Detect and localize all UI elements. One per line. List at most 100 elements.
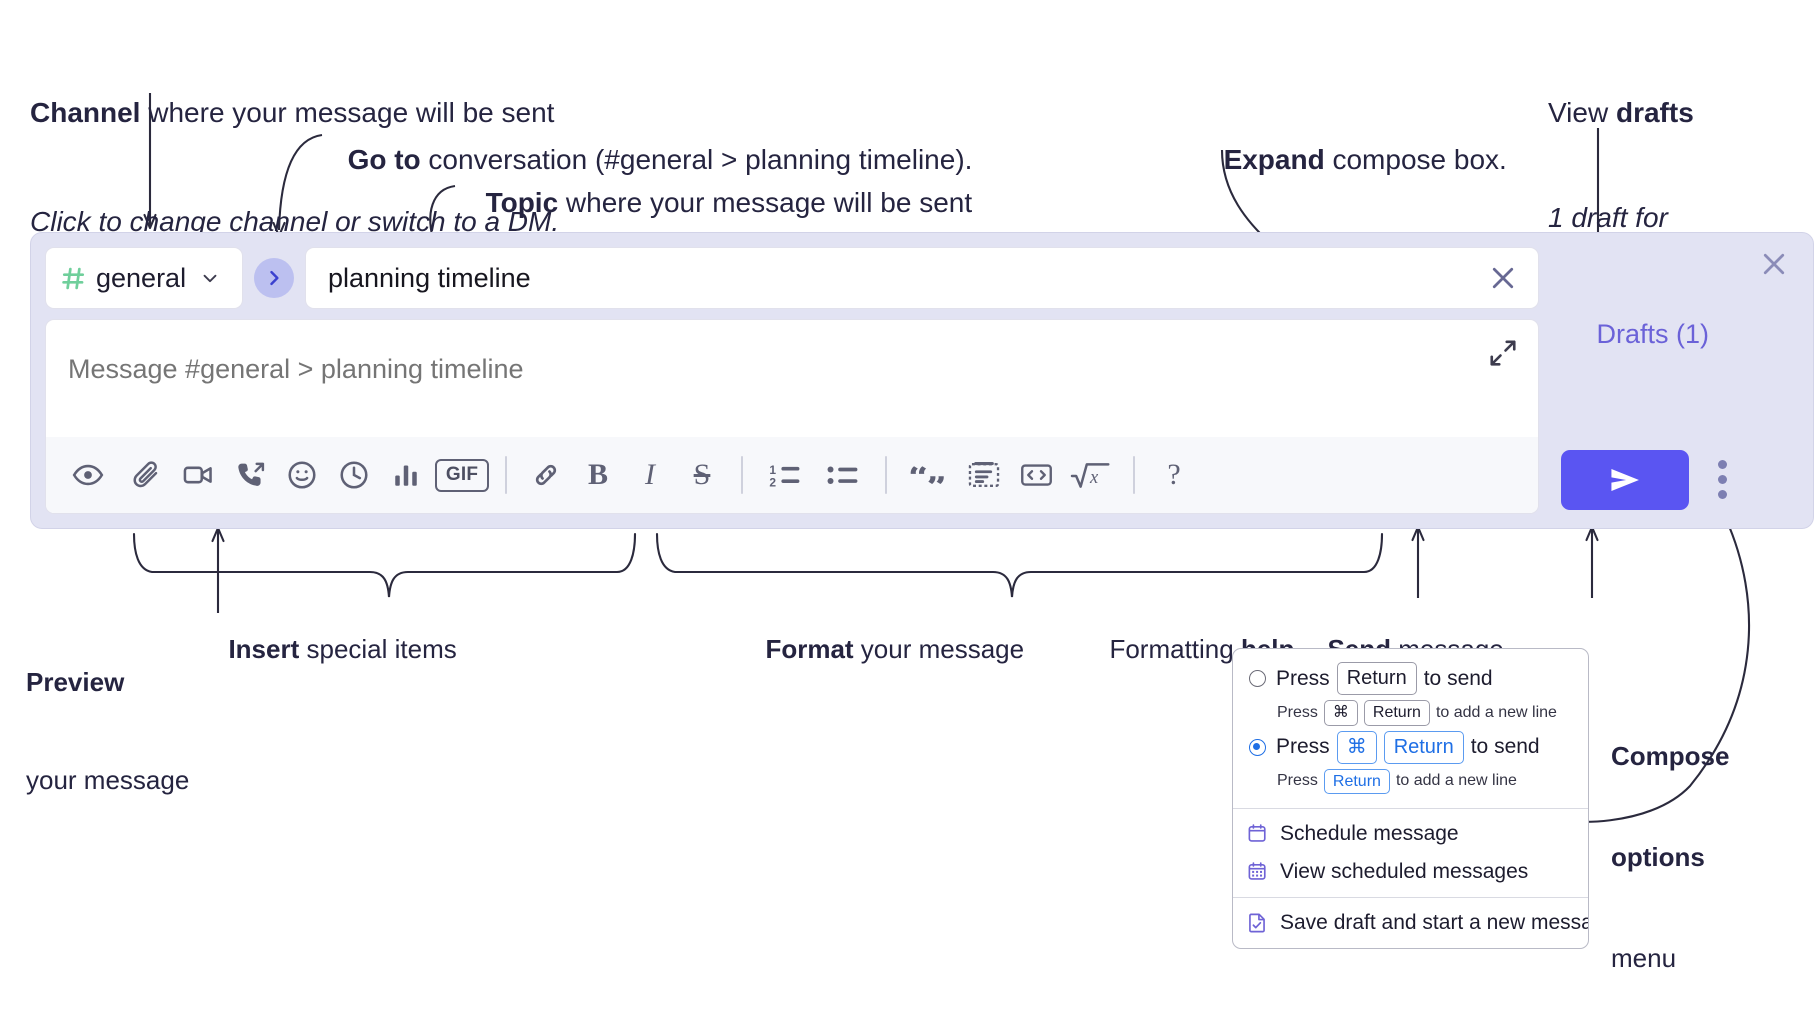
ordered-list-icon: 1 2 [769,463,800,489]
calendar-icon [1248,824,1266,842]
toolbar-separator [1133,456,1135,494]
radio-selected-icon [1249,738,1266,756]
formatting-help-button[interactable]: ? [1148,449,1200,501]
emoji-smiley-icon [288,461,316,489]
keycap: Return [1323,768,1390,795]
annotation-topic: Topic where your message will be sent [470,150,973,221]
video-clip-button[interactable] [172,449,224,501]
menu-item-label: Schedule message [1280,822,1459,846]
annotation-channel: Channel where your message will be sent … [30,24,559,275]
menu-item-label: Save draft and start a new message [1280,911,1589,935]
annotation-expand-bold: Expand [1223,144,1325,176]
bulleted-list-button[interactable] [814,449,872,501]
channel-selector[interactable]: general [45,247,243,309]
ordered-list-button[interactable]: 1 2 [756,449,814,501]
annotation-expand: Expand compose box. [1208,107,1507,178]
poll-button[interactable] [380,449,432,501]
drafts-link[interactable]: Drafts (1) [1596,319,1709,349]
annotation-format-bold: Format [765,633,854,664]
menu-item[interactable]: Save draft and start a new message [1233,904,1588,942]
annotation-format: Format your message [751,600,1024,666]
kebab-vertical-icon [1717,474,1727,484]
topic-input[interactable] [326,261,1524,295]
annotation-topic-bold: Topic [485,187,559,219]
annotation-compose-options: Compose options menu [1611,672,1729,1010]
blockquote-button[interactable] [900,449,958,501]
svg-text:x: x [1089,467,1099,488]
attachment-paperclip-icon [132,460,157,487]
bold-button[interactable]: B [572,449,624,501]
link-icon [535,464,557,486]
inline-code-button[interactable] [1010,449,1062,501]
annotation-channel-rest: where your message will be sent [140,96,555,128]
annotation-format-rest: your message [853,633,1025,664]
annotation-expand-rest: compose box. [1324,144,1507,176]
gif-button[interactable]: GIF [432,449,492,501]
annotation-goto: Go to conversation (#general > planning … [332,107,973,178]
annotation-drafts-bold: drafts [1615,96,1694,128]
keycap: Return [1383,730,1464,764]
shortcut-text: Press [1276,735,1330,759]
shortcut-text: Press [1277,772,1318,790]
menu-item[interactable]: Schedule message [1233,815,1588,853]
annotation-insert-bold: Insert [228,633,300,664]
chevron-down-icon [203,274,217,283]
shortcut-text: to add a new line [1395,772,1517,790]
goto-conversation-button[interactable] [254,258,294,298]
help-question-icon: ? [1167,458,1181,491]
annotation-goto-rest: conversation (#general > planning timeli… [420,144,973,176]
keycap: ⌘ [1336,730,1377,764]
message-input[interactable] [66,334,1474,404]
keycap: ⌘ [1323,700,1358,726]
clock-icon [340,461,368,489]
hash-icon [62,267,85,289]
italic-button[interactable]: I [624,449,676,501]
keycap: Return [1336,662,1417,695]
blockquote-icon [910,466,944,485]
audio-clip-button[interactable] [224,449,276,501]
annotation-goto-bold: Go to [347,144,421,176]
expand-compose-button[interactable] [1486,336,1520,370]
strikethrough-button[interactable]: S [676,449,728,501]
huddle-phone-icon [237,462,264,486]
math-button[interactable]: x [1062,449,1120,501]
inline-code-icon [1020,464,1052,486]
close-icon [1492,267,1514,289]
video-camera-icon [183,466,212,484]
send-button[interactable] [1561,450,1689,510]
emoji-button[interactable] [276,449,328,501]
shortcut-text: to send [1470,735,1540,759]
toolbar-separator [505,456,507,494]
code-block-button[interactable] [958,449,1010,501]
bold-icon: B [587,458,608,491]
attach-file-button[interactable] [120,449,172,501]
compose-options-button[interactable] [1705,458,1739,500]
topic-clear-button[interactable] [1486,261,1520,295]
menu-group-drafts: Save draft and start a new message [1233,898,1588,948]
kebab-vertical-icon [1717,459,1727,469]
shortcut-text: Press [1277,703,1318,721]
panel-close-button[interactable] [1757,247,1791,281]
menu-divider [1233,808,1588,810]
annotation-preview-rest: your message [26,764,190,795]
formatting-toolbar: GIF B I S 1 [46,437,1538,513]
kebab-vertical-icon [1717,489,1727,499]
math-sqrt-icon: x [1070,463,1110,488]
schedule-clock-button[interactable] [328,449,380,501]
preview-button[interactable] [62,449,114,501]
annotation-preview-bold: Preview [26,666,125,697]
gif-icon: GIF [435,458,489,492]
topic-field[interactable] [305,247,1539,309]
annotation-topic-rest: where your message will be sent [558,187,973,219]
link-button[interactable] [520,449,572,501]
menu-item[interactable]: View scheduled messages [1233,853,1588,891]
italic-icon: I [645,458,655,491]
toolbar-separator [885,456,887,494]
